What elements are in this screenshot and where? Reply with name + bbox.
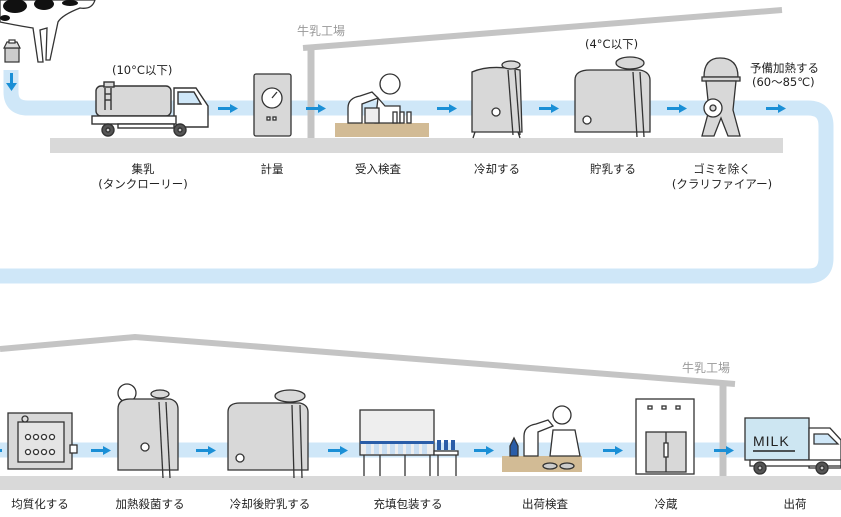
arrow-icon <box>306 104 326 113</box>
arrow-icon <box>474 446 494 455</box>
arrow-icon <box>766 104 786 113</box>
storage-temp-note: (4°C以下) <box>585 37 639 51</box>
preheat-note-line1: 予備加熱する <box>750 61 819 75</box>
filling-machine-icon <box>359 409 459 476</box>
tanker-truck-icon <box>91 81 209 137</box>
shipping-inspection-icon <box>502 405 582 472</box>
pasteurizer-tank-icon <box>117 383 179 479</box>
factory-roof-bottom <box>0 333 736 387</box>
step-subtitle: (クラリファイアー) <box>671 177 773 191</box>
flow-arrows-bottom <box>0 446 734 455</box>
step-label-collection: 集乳 (タンクローリー) <box>98 162 187 192</box>
arrow-icon <box>218 104 238 113</box>
step-label-storage: 貯乳する <box>590 162 636 176</box>
arrow-icon <box>603 446 623 455</box>
arrow-icon <box>91 446 111 455</box>
scale-meter-icon <box>253 73 292 137</box>
step-subtitle: (タンクローリー) <box>98 177 188 191</box>
arrow-icon <box>328 446 348 455</box>
step-label-cool-store: 冷却後貯乳する <box>229 497 311 511</box>
down-arrow-icon <box>6 73 17 91</box>
flow-arrows-top <box>218 104 786 113</box>
arrow-icon <box>0 449 2 452</box>
step-label-acceptance-inspection: 受入検査 <box>355 162 401 176</box>
truck-milk-text: MILK <box>753 433 790 449</box>
arrow-icon <box>714 446 734 455</box>
delivery-truck-icon: MILK <box>744 417 841 475</box>
factory-label-top: 牛乳工場 <box>297 24 346 38</box>
arrow-icon <box>437 104 457 113</box>
storage-tank-icon <box>574 56 651 138</box>
inspection-microscope-icon <box>335 73 429 137</box>
floor-bottom <box>0 476 841 490</box>
step-label-cooling: 冷却する <box>474 162 520 176</box>
milk-can-icon <box>3 39 21 63</box>
factory-roof-top <box>302 7 783 51</box>
step-label-refrigerate: 冷蔵 <box>654 497 678 511</box>
step-title: 集乳 <box>131 162 155 176</box>
step-label-homogenize: 均質化する <box>11 497 69 511</box>
arrow-icon <box>196 446 216 455</box>
flow-pipe <box>0 70 834 284</box>
tanker-temp-note: (10°C以下) <box>112 63 173 77</box>
cow-icon <box>0 0 96 63</box>
step-label-filling: 充填包装する <box>373 497 443 511</box>
cold-storage-tank-icon <box>227 389 309 479</box>
step-label-pasteurize: 加熱殺菌する <box>115 497 185 511</box>
step-title: ゴミを除く <box>693 162 751 176</box>
step-label-shipping-inspection: 出荷検査 <box>522 497 568 511</box>
floor-top <box>50 138 783 153</box>
step-label-clarifier: ゴミを除く (クラリファイアー) <box>672 162 772 192</box>
cooling-tank-icon <box>471 60 523 139</box>
factory-label-bottom: 牛乳工場 <box>682 361 731 375</box>
homogenizer-icon <box>7 412 78 470</box>
arrow-icon <box>539 104 559 113</box>
arrow-icon <box>667 104 687 113</box>
refrigerator-icon <box>635 398 695 475</box>
preheat-note-line2: (60〜85℃) <box>752 75 815 89</box>
step-label-weighing: 計量 <box>260 162 284 176</box>
clarifier-icon <box>701 57 741 137</box>
step-label-shipping: 出荷 <box>783 497 807 511</box>
